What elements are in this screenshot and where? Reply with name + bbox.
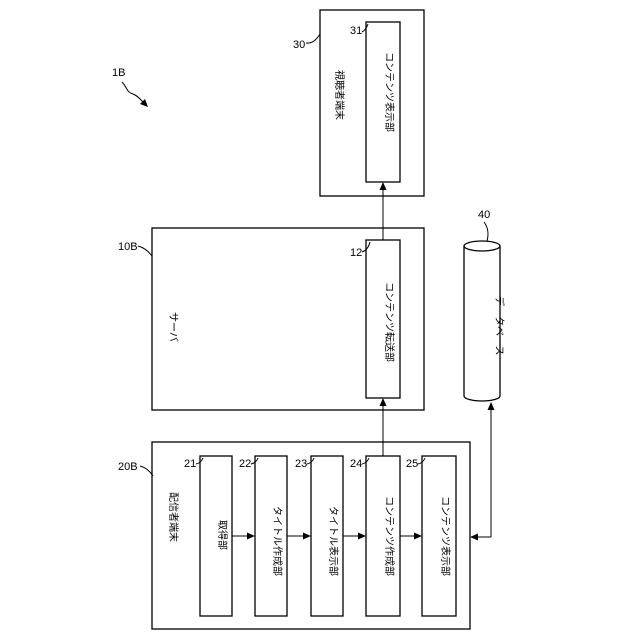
database-link-left-arrowhead bbox=[470, 534, 478, 541]
content-transfer-label: コンテンツ転送部 bbox=[383, 282, 396, 362]
database-ref: 40 bbox=[478, 209, 490, 221]
distributor-terminal-ref: 20B bbox=[118, 461, 138, 473]
content-display-unit-ref: 25 bbox=[406, 458, 418, 470]
database-top bbox=[464, 241, 500, 251]
content-display-unit-label: コンテンツ表示部 bbox=[439, 496, 452, 576]
content-creation-unit-label: コンテンツ作成部 bbox=[383, 496, 396, 576]
server-ref: 10B bbox=[118, 241, 138, 253]
distributor-terminal-ref-leader bbox=[140, 466, 153, 476]
viewer-display-label: コンテンツ表示部 bbox=[383, 52, 396, 132]
title-creation-unit-ref: 22 bbox=[239, 458, 251, 470]
database-link-up-arrowhead bbox=[488, 402, 495, 410]
acquisition-unit-ref: 21 bbox=[184, 458, 196, 470]
database-label: データベース bbox=[493, 296, 506, 356]
title-display-unit-label: タイトル表示部 bbox=[327, 506, 340, 576]
content-transfer-ref: 12 bbox=[350, 247, 362, 259]
distributor-terminal-label: 配信者端末 bbox=[167, 492, 180, 542]
viewer-display-ref: 31 bbox=[350, 25, 362, 37]
server-ref-leader bbox=[138, 246, 152, 256]
viewer-terminal-ref-leader bbox=[306, 34, 320, 43]
database-ref-leader bbox=[484, 222, 488, 241]
title-creation-unit-label: タイトル作成部 bbox=[271, 506, 284, 576]
title-display-unit-ref: 23 bbox=[295, 458, 307, 470]
acquisition-unit-label: 取得部 bbox=[216, 520, 229, 550]
viewer-terminal-ref: 30 bbox=[293, 39, 305, 51]
system-ref-leader bbox=[122, 82, 144, 103]
viewer-terminal-label: 視聴者端末 bbox=[333, 70, 346, 120]
server-label: サーバ bbox=[167, 312, 179, 342]
content-creation-unit-ref: 24 bbox=[350, 458, 362, 470]
system-ref-label: 1B bbox=[112, 67, 125, 79]
